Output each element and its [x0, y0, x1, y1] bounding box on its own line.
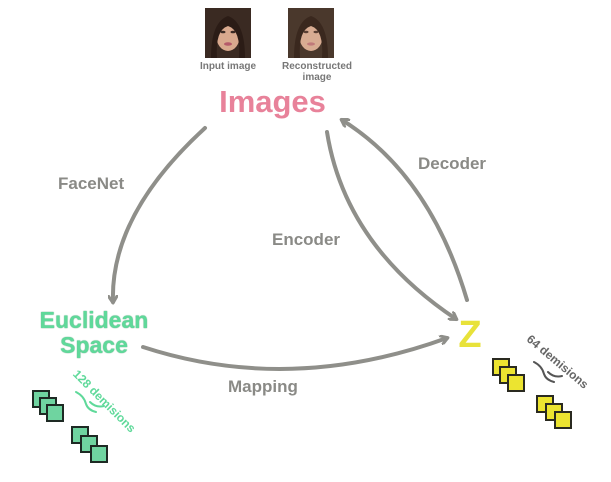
z-node-title: Z	[458, 314, 482, 356]
vector-square	[507, 374, 525, 392]
euclidean-node-title: Euclidean Space	[26, 309, 162, 357]
images-node-title: Images	[219, 84, 326, 119]
encoder-edge-label: Encoder	[272, 230, 341, 249]
decoder-arrow	[342, 120, 469, 302]
mapping-edge-label: Mapping	[228, 377, 298, 396]
reconstructed-image-thumbnail	[288, 8, 334, 58]
facenet-edge-label: FaceNet	[58, 174, 125, 193]
face-image-icon	[288, 8, 334, 58]
z-brace-icon	[533, 361, 563, 383]
input-image-caption: Input image	[199, 61, 257, 72]
mapping-arrow	[141, 338, 447, 371]
input-image-thumbnail	[205, 8, 251, 58]
euclidean-brace-icon	[75, 391, 105, 413]
z-vector-squares	[492, 358, 572, 429]
decoder-edge-label: Decoder	[418, 154, 487, 173]
encoder-arrow	[325, 130, 456, 319]
euclidean-title-line1: Euclidean	[39, 307, 149, 333]
euclidean-vector-squares	[32, 390, 108, 463]
vector-square	[46, 404, 64, 422]
facenet-arrow	[113, 126, 207, 302]
vector-square	[554, 411, 572, 429]
face-image-icon	[205, 8, 251, 58]
reconstructed-image-caption: Reconstructed image	[281, 61, 352, 83]
euclidean-title-line2: Space	[60, 332, 128, 358]
vector-square	[90, 445, 108, 463]
